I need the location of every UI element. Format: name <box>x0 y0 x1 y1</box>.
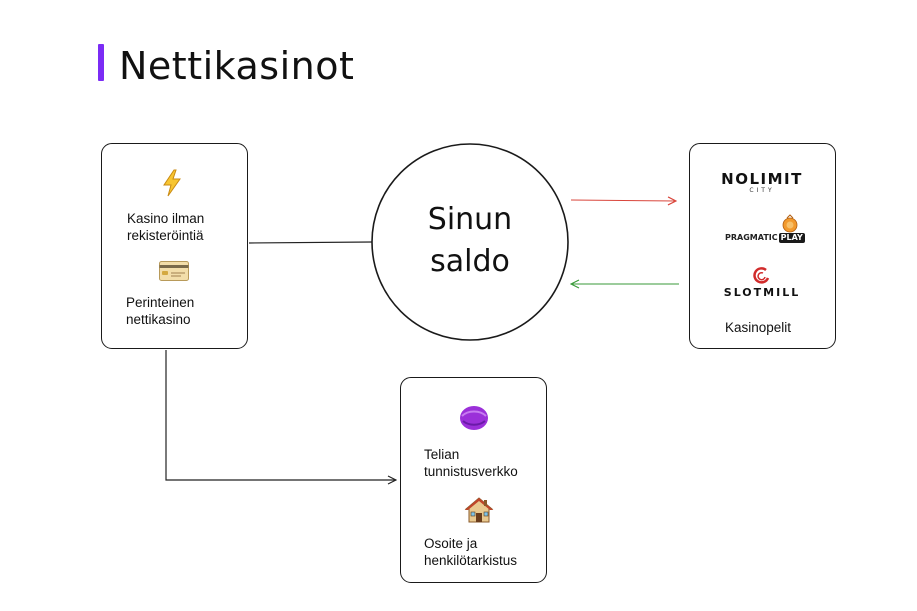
pragmatic-play-badge: PLAY <box>778 233 805 243</box>
pragmatic-lion-icon <box>782 214 798 233</box>
lightning-icon <box>163 169 181 197</box>
traditional-casino-label: Perinteinen nettikasino <box>126 294 194 328</box>
connector-left-to-bottom <box>165 350 396 480</box>
label-line: tunnistusverkko <box>424 464 518 479</box>
telia-verification-label: Telian tunnistusverkko <box>424 446 518 480</box>
house-icon <box>464 497 494 523</box>
credit-card-icon <box>159 261 189 281</box>
label-line: Kasino ilman <box>127 211 205 226</box>
arrow-to-games <box>570 200 676 201</box>
no-registration-casino-label: Kasino ilman rekisteröintiä <box>127 210 204 244</box>
label-line: Osoite ja <box>424 536 478 551</box>
label-line: Telian <box>424 447 460 462</box>
label-line: nettikasino <box>126 312 191 327</box>
address-check-label: Osoite ja henkilötarkistus <box>424 535 517 569</box>
nolimit-city-sub: CITY <box>749 187 775 194</box>
casino-types-box <box>101 143 248 349</box>
center-balance-label: Sinun saldo <box>371 199 569 283</box>
center-line2: saldo <box>430 244 510 279</box>
title-accent-bar <box>98 44 104 81</box>
label-line: Perinteinen <box>126 295 195 310</box>
casino-games-label: Kasinopelit <box>725 320 792 335</box>
nolimit-city-logo: NOLIMIT <box>721 170 803 188</box>
pragmatic-text: PRAGMATIC <box>725 233 778 242</box>
slotmill-logo: SLOTMILL <box>723 286 801 299</box>
center-circle <box>371 143 569 341</box>
slotmill-logo-icon <box>753 267 770 284</box>
center-line1: Sinun <box>427 202 513 237</box>
label-line: rekisteröintiä <box>127 228 204 243</box>
label-line: henkilötarkistus <box>424 553 518 568</box>
page-title: Nettikasinot <box>119 44 355 88</box>
connector-left-to-center <box>248 241 373 244</box>
telia-logo-icon <box>460 406 488 430</box>
casino-games-box <box>689 143 836 349</box>
